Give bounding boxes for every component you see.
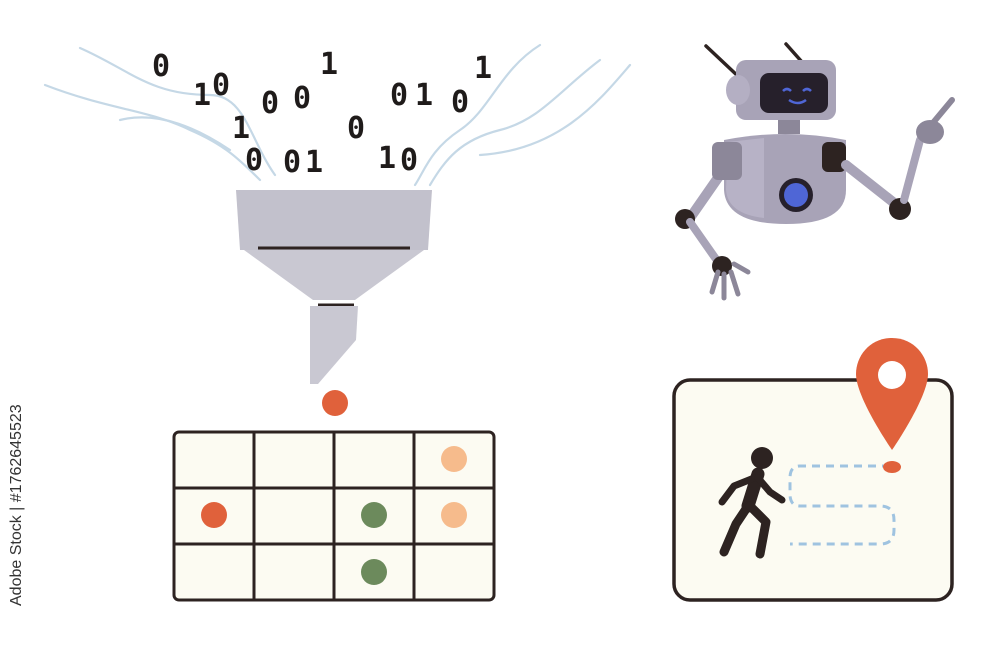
stock-credit: Adobe Stock | #1762645523	[8, 404, 25, 606]
grid-dot-green	[361, 502, 387, 528]
binary-digit: 0	[261, 86, 279, 121]
data-grid	[172, 430, 496, 602]
grid-dot-orange	[201, 502, 227, 528]
map-card	[672, 338, 954, 602]
walking-person-icon	[718, 447, 786, 559]
binary-digit: 0	[283, 145, 301, 180]
robot-icon	[675, 42, 955, 301]
location-pin-icon	[856, 338, 928, 450]
binary-digit: 0	[293, 81, 311, 116]
binary-digit: 0	[152, 49, 170, 84]
grid-dot-peach	[441, 502, 467, 528]
binary-digit: 1	[305, 145, 323, 180]
grid-dot-green	[361, 559, 387, 585]
binary-digit: 0	[347, 111, 365, 146]
binary-digit: 0	[212, 68, 230, 103]
binary-digit: 1	[378, 141, 396, 176]
grid-dot-peach	[441, 446, 467, 472]
data-drop-dot	[322, 390, 348, 416]
binary-digit: 1	[474, 51, 492, 86]
binary-digit: 1	[232, 111, 250, 146]
binary-digit: 0	[400, 143, 418, 178]
binary-digit: 0	[451, 85, 469, 120]
data-stream-lines	[43, 43, 632, 187]
binary-digit: 0	[245, 143, 263, 178]
binary-digit: 1	[193, 78, 211, 113]
funnel-icon	[236, 190, 432, 384]
binary-digit: 0	[390, 78, 408, 113]
binary-digit: 1	[415, 78, 433, 113]
binary-digit: 1	[320, 47, 338, 82]
route-path	[788, 464, 896, 546]
